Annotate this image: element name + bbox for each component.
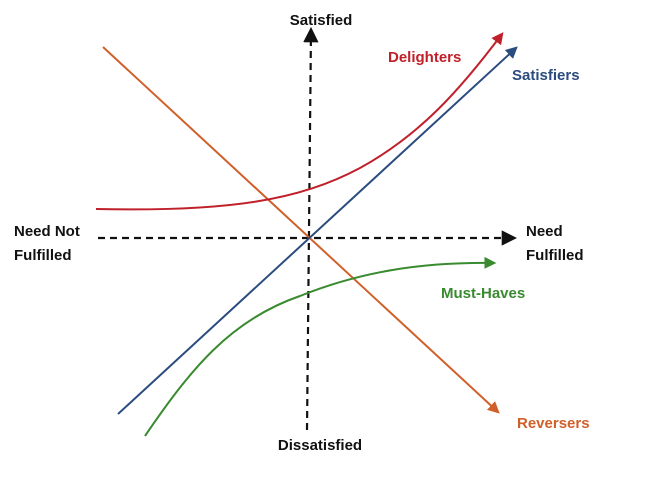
label-reversers: Reversers <box>517 415 590 432</box>
axis-label-need-not-fulfilled-line2: Fulfilled <box>14 247 72 264</box>
reversers-curve <box>102 46 500 414</box>
axis-label-dissatisfied: Dissatisfied <box>278 437 362 454</box>
label-must-haves: Must-Haves <box>441 285 525 302</box>
must-haves-curve <box>144 256 497 437</box>
label-delighters: Delighters <box>388 49 461 66</box>
satisfiers-curve <box>117 46 518 415</box>
axis-label-need-fulfilled-line1: Need <box>526 223 563 240</box>
label-satisfiers: Satisfiers <box>512 67 580 84</box>
axis-label-satisfied: Satisfied <box>290 12 353 29</box>
delighters-curve <box>95 32 504 211</box>
axis-label-need-not-fulfilled-line1: Need Not <box>14 223 80 240</box>
axis-label-need-fulfilled-line2: Fulfilled <box>526 247 584 264</box>
vertical-axis <box>303 26 319 431</box>
